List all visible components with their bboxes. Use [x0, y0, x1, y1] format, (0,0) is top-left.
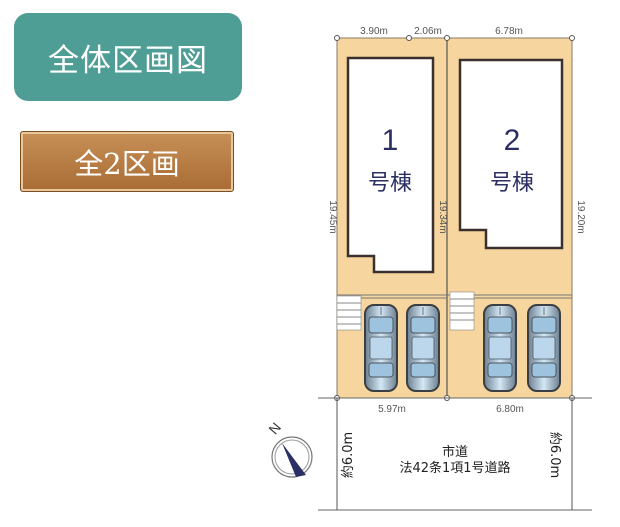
car-icon [364, 304, 398, 392]
car-icon [406, 304, 440, 392]
top-dim-2: 2.06m [414, 26, 442, 37]
road-width-left: 約6.0m [341, 432, 356, 478]
side-dim-left: 19.45m [327, 200, 338, 233]
building-1-label: 号棟 [368, 170, 412, 195]
building-2-number: 2 [504, 124, 521, 157]
building-2 [458, 58, 564, 250]
top-dim-1: 3.90m [360, 26, 388, 37]
north-arrow-icon: N [265, 419, 313, 478]
side-dim-right: 19.20m [575, 200, 586, 233]
top-dim-3: 6.78m [495, 26, 523, 37]
entrance-steps-2 [449, 291, 475, 331]
building-2-label: 号棟 [490, 170, 534, 195]
building-1 [346, 56, 435, 274]
entrance-steps-1 [336, 295, 362, 331]
road-classification: 法42条1項1号道路 [399, 460, 510, 476]
svg-text:N: N [265, 419, 284, 437]
road-width-right: 約6.0m [547, 432, 562, 478]
building-1-number: 1 [382, 124, 399, 157]
page-title: 全体区画図 [14, 13, 242, 101]
car-icon [527, 304, 561, 392]
lot-count-badge: 全2区画 [20, 131, 234, 192]
side-dim-middle: 19.34m [437, 200, 448, 233]
road-type: 市道 [442, 444, 468, 460]
bottom-dim-1: 5.97m [378, 404, 406, 415]
bottom-dim-2: 6.80m [496, 404, 524, 415]
car-icon [483, 304, 517, 392]
